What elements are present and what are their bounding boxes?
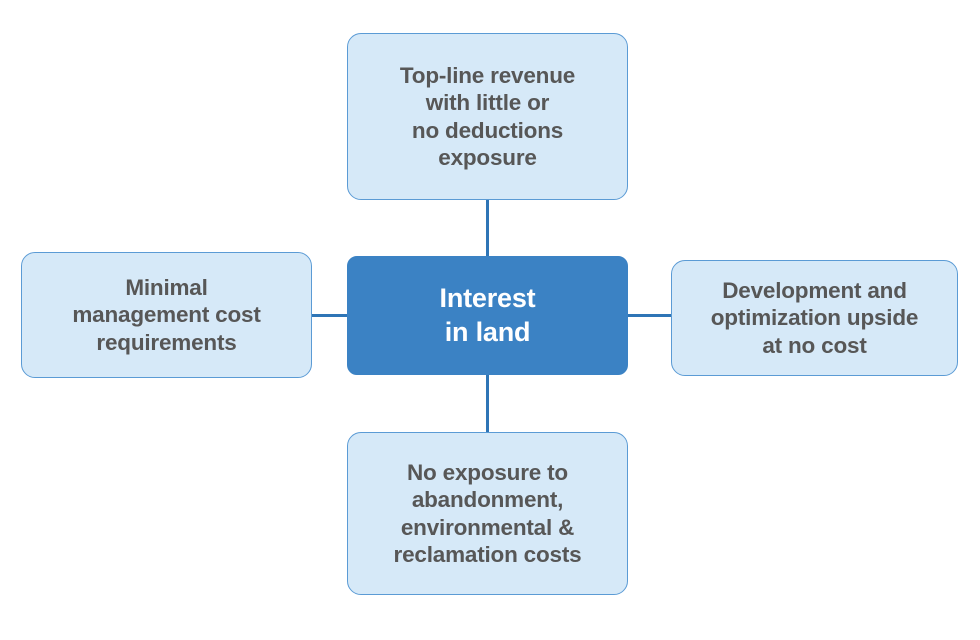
connector-center-to-bottom xyxy=(486,374,489,434)
node-no-exposure-costs-label: No exposure to abandonment, environmenta… xyxy=(393,459,582,567)
node-development-optimization-upside[interactable]: Development and optimization upside at n… xyxy=(671,260,958,376)
node-development-optimization-upside-label: Development and optimization upside at n… xyxy=(710,277,919,358)
node-top-line-revenue[interactable]: Top-line revenue with little or no deduc… xyxy=(347,33,628,200)
node-interest-in-land-label: Interest in land xyxy=(439,282,536,347)
connector-center-to-left xyxy=(311,314,349,317)
connector-center-to-right xyxy=(627,314,673,317)
node-top-line-revenue-label: Top-line revenue with little or no deduc… xyxy=(399,62,576,170)
node-minimal-management-cost-label: Minimal management cost requirements xyxy=(72,274,261,355)
node-minimal-management-cost[interactable]: Minimal management cost requirements xyxy=(21,252,312,378)
node-interest-in-land[interactable]: Interest in land xyxy=(347,256,628,375)
node-no-exposure-costs[interactable]: No exposure to abandonment, environmenta… xyxy=(347,432,628,595)
connector-center-to-top xyxy=(486,199,489,257)
